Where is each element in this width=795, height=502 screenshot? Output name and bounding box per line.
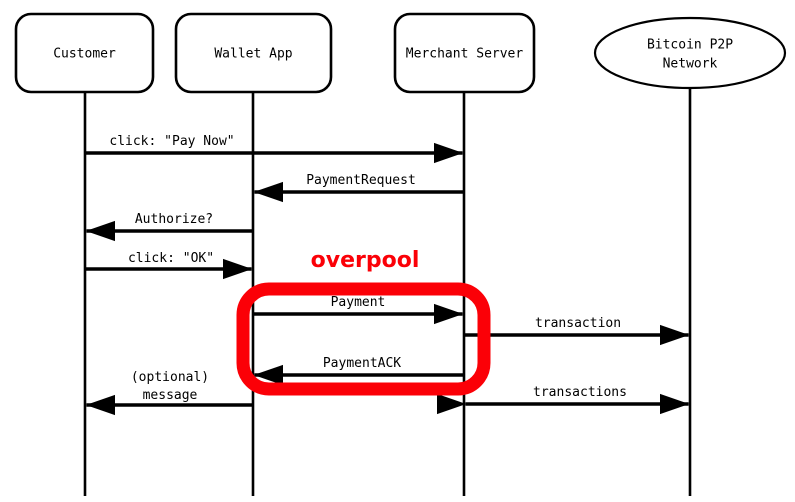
message-label-payment: Payment bbox=[331, 295, 386, 310]
message-payment-request: PaymentRequest bbox=[253, 173, 464, 203]
overpool-highlight-rect bbox=[236, 282, 491, 396]
message-label-payment-request: PaymentRequest bbox=[306, 173, 416, 188]
message-label-payment-ack: PaymentACK bbox=[323, 356, 401, 371]
actor-ellipse-bitcoin-p2p-network[interactable] bbox=[593, 16, 787, 90]
message-transaction: transaction bbox=[464, 316, 690, 346]
message-label-optional-message-line1: (optional) bbox=[131, 370, 209, 385]
message-optional-message: (optional) message bbox=[85, 370, 253, 416]
messages-group: click: "Pay Now" PaymentRequestAuthorize?… bbox=[85, 134, 690, 416]
actor-label-customer: Customer bbox=[53, 47, 116, 62]
actor-label-bitcoin-p2p-network-line2: Network bbox=[663, 57, 718, 72]
message-authorize: Authorize? bbox=[85, 212, 253, 242]
actors-group: Customer Wallet App Merchant Server Bitc… bbox=[14, 12, 787, 94]
message-click-pay-now: click: "Pay Now" bbox=[85, 134, 464, 164]
message-label-optional-message-line2: message bbox=[143, 388, 198, 403]
message-label-click-pay-now: click: "Pay Now" bbox=[109, 134, 234, 149]
message-label-click-ok: click: "OK" bbox=[128, 251, 214, 266]
actor-label-merchant-server: Merchant Server bbox=[406, 47, 524, 62]
actor-label-wallet-app: Wallet App bbox=[214, 47, 292, 62]
actor-box-wallet-app[interactable] bbox=[174, 12, 333, 94]
message-click-ok: click: "OK" bbox=[85, 251, 253, 280]
actor-box-customer[interactable] bbox=[14, 12, 155, 94]
message-transactions: transactions bbox=[436, 385, 690, 415]
message-label-transactions: transactions bbox=[533, 385, 627, 400]
message-payment: Payment bbox=[253, 295, 464, 325]
actor-box-merchant-server[interactable] bbox=[393, 12, 536, 94]
message-label-transaction: transaction bbox=[535, 316, 621, 331]
overpool-annotation-label: overpool bbox=[311, 248, 420, 273]
annotation-group: overpool bbox=[236, 248, 491, 396]
message-payment-ack: PaymentACK bbox=[253, 356, 464, 386]
message-label-authorize: Authorize? bbox=[135, 212, 213, 227]
actor-label-bitcoin-p2p-network-line1: Bitcoin P2P bbox=[647, 38, 733, 53]
